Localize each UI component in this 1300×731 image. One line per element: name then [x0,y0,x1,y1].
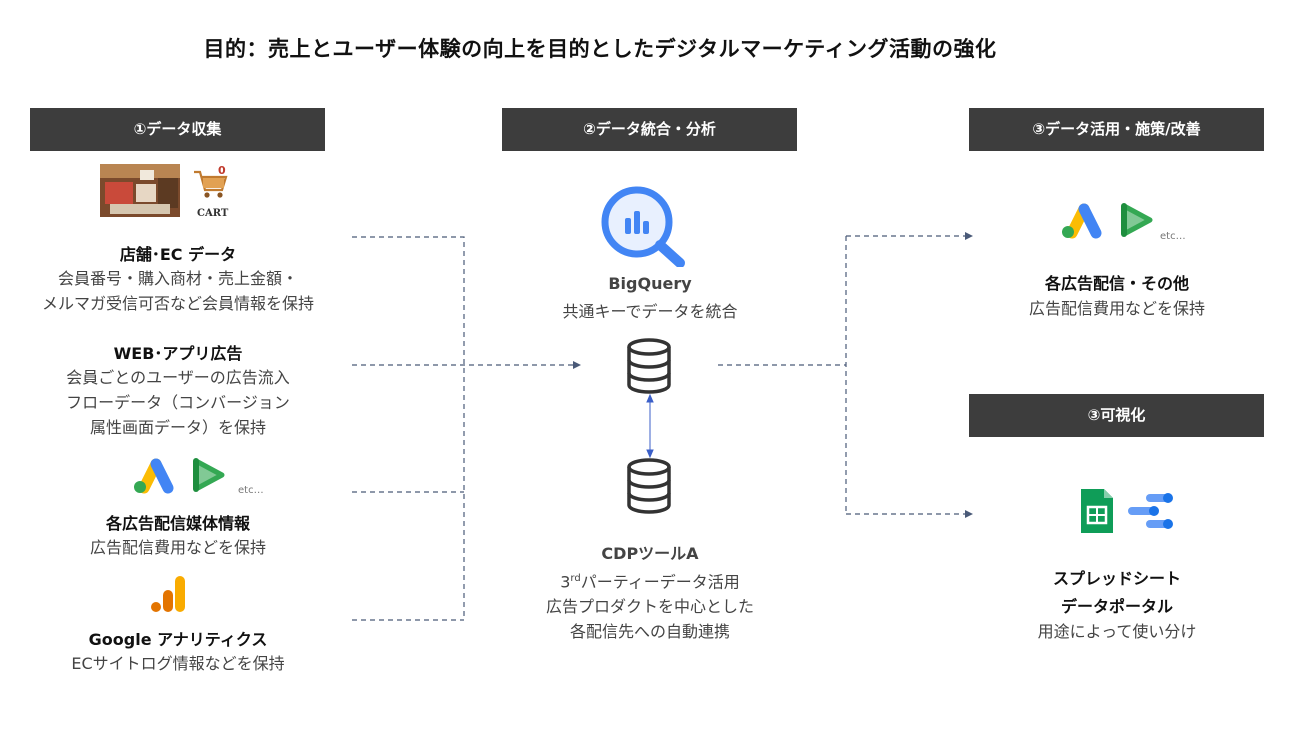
ad-delivery-title: 各広告配信・その他 [1044,274,1189,293]
web-app-ad-desc-line: 属性画面データ）を保持 [89,418,266,437]
header-data-utilization: ③データ活用・施策/改善 [969,108,1264,151]
db-cdp-link [646,393,654,459]
cart-icon [194,170,228,198]
web-app-ad-title: WEB･アプリ広告 [113,344,243,363]
cdp-database-icon [627,458,671,514]
sheets-title: スプレッドシート [1052,569,1181,588]
store-ec-desc-line: メルマガ受信可否など会員情報を保持 [41,294,314,313]
cart-label: CART [197,208,229,219]
cdp-tool-desc: 3rdパーティーデータ活用 広告プロダクトを中心とした 各配信先への自動連携 [500,566,800,644]
header-visualization: ③可視化 [969,394,1264,437]
arrow-to-ads [965,232,973,240]
cdp-tool-desc-line: 3rdパーティーデータ活用 [560,572,740,592]
data-portal-title: データポータル [1060,597,1173,616]
google-analytics-icon [151,576,185,612]
data-studio-icon [1128,493,1173,529]
display-video-icon [1121,203,1153,237]
etc-label: etc… [238,485,264,496]
web-app-ad-desc-line: 会員ごとのユーザーの広告流入 [66,368,290,387]
arrow-to-visualize [965,510,973,518]
store-ec-desc-line: 会員番号・購入商材・売上金額・ [57,269,298,288]
database-icon [627,338,671,394]
google-ads-icon [1062,203,1102,239]
header-data-collection: ①データ収集 [30,108,325,151]
ad-media-desc: 広告配信費用などを保持 [89,538,266,557]
bigquery-icon [601,186,685,267]
visualization-desc: 用途によって使い分け [1037,622,1197,641]
store-ec-title: 店舗･EC データ [119,245,237,264]
ad-media-title: 各広告配信媒体情報 [105,514,250,533]
header-data-integration: ②データ統合・分析 [502,108,797,151]
web-app-ad-desc: 会員ごとのユーザーの広告流入 フローデータ（コンバージョン 属性画面データ）を保… [0,365,356,440]
bigquery-desc: 共通キーでデータを統合 [562,302,738,321]
cart-badge: 0 [218,164,226,177]
ad-delivery-desc: 広告配信費用などを保持 [1028,299,1205,318]
web-app-ad-desc-line: フローデータ（コンバージョン [66,393,290,412]
store-ec-desc: 会員番号・購入商材・売上金額・ メルマガ受信可否など会員情報を保持 [0,266,356,316]
cdp-tool-desc-line: 広告プロダクトを中心とした [545,597,754,617]
cdp-tool-title: CDPツールA [601,544,699,563]
google-sheets-icon [1081,489,1113,533]
connector-store [352,236,465,620]
cdp-tool-desc-line: 各配信先への自動連携 [569,622,730,642]
display-video-icon [193,458,225,492]
etc-label: etc… [1160,231,1186,242]
bigquery-title: BigQuery [608,274,692,293]
arrow-to-db [573,361,581,369]
page-title: 目的：売上とユーザー体験の向上を目的としたデジタルマーケティング活動の強化 [203,37,997,61]
google-ads-icon [134,458,174,494]
google-analytics-title: Google アナリティクス [88,630,268,649]
store-photo [100,164,180,217]
google-analytics-desc: ECサイトログ情報などを保持 [71,654,285,673]
